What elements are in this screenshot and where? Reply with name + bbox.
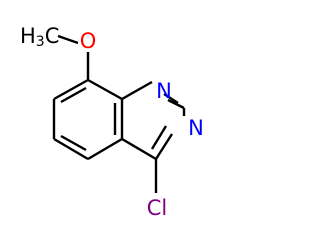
chemical-structure: H3C O N N Cl	[20, 24, 204, 220]
bond-n1-c2	[167, 98, 185, 110]
bond-c6-c5-double	[60, 134, 87, 152]
bond-c4-c4a	[121, 137, 157, 161]
bond-c8-c8a	[87, 78, 123, 101]
bond-n3-c4	[154, 133, 174, 160]
nitrogen-atom-label-n3: N	[188, 116, 204, 140]
bond-c8-c7-double	[60, 86, 87, 104]
atom-labels: H3C O N N Cl	[20, 24, 204, 220]
chlorine-atom-label: Cl	[147, 196, 168, 220]
bonds	[52, 34, 186, 193]
bond-n1-c2-double	[163, 92, 179, 105]
bond-c7-c8	[53, 78, 89, 101]
nitrogen-atom-label-n1: N	[156, 79, 172, 103]
oxygen-atom-label: O	[80, 29, 97, 53]
bond-n3-c4-double	[150, 125, 168, 150]
bond-methyl-oxygen	[57, 34, 79, 45]
bond-c4a-c5	[87, 137, 123, 161]
bond-c5-c6	[53, 137, 89, 161]
bond-c8a-n1	[121, 80, 153, 101]
methyl-group-label: H3C	[20, 24, 59, 50]
